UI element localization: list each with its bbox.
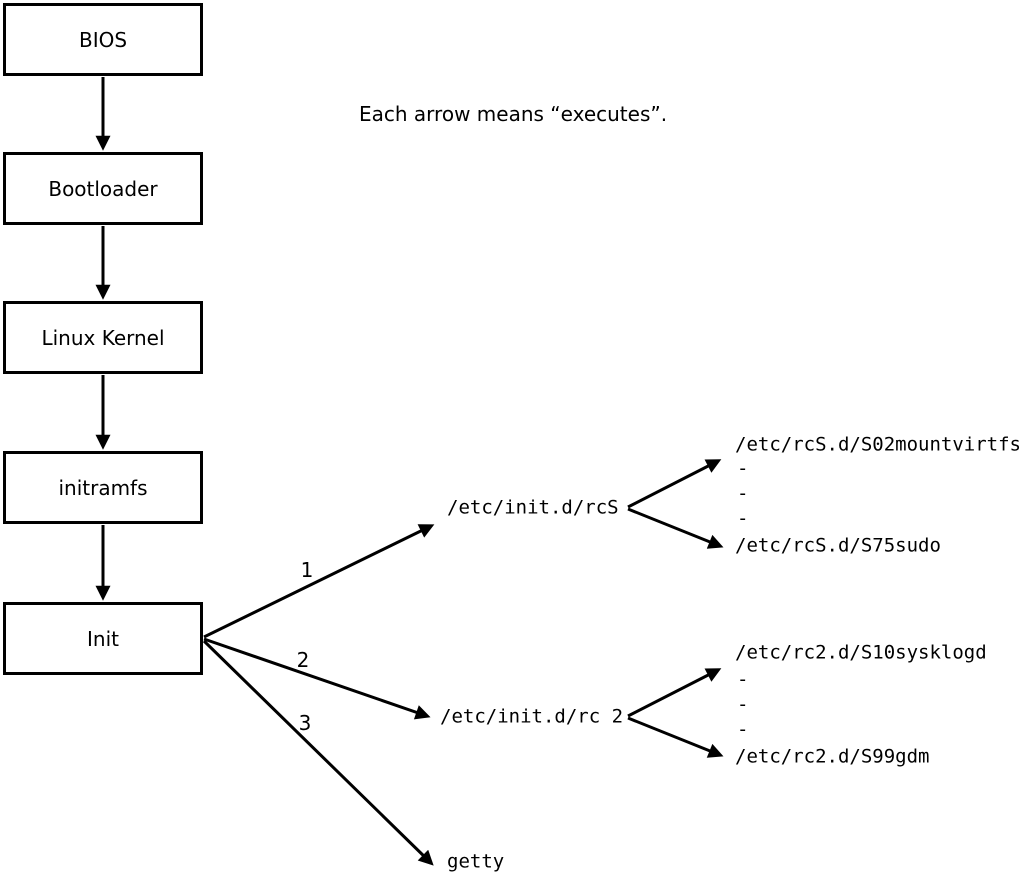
box-bootloader: Bootloader [3,152,203,225]
arrow-rc2-to-last [627,716,724,758]
box-init: Init [3,602,203,675]
box-initramfs: initramfs [3,451,203,524]
ellipsis-dash: - [737,457,749,480]
box-bootloader-label: Bootloader [48,176,158,201]
box-bios: BIOS [3,3,203,76]
diagram-caption: Each arrow means “executes”. [359,102,668,126]
arrow-rcS-to-last [627,507,724,549]
box-initramfs-label: initramfs [58,475,148,500]
box-linux-kernel: Linux Kernel [3,301,203,374]
label-etc-init-d-rc2: /etc/init.d/rc 2 [440,705,624,728]
ellipsis-dash: - [737,668,749,691]
arrow-init-to-rc2 [203,637,431,720]
box-init-label: Init [87,626,119,651]
edge-label-3: 3 [298,711,312,735]
label-etc-init-d-rcS: /etc/init.d/rcS [447,496,619,519]
arrow-init-to-rcS [203,524,435,639]
label-getty: getty [447,850,505,873]
ellipsis-dash: - [737,482,749,505]
box-bios-label: BIOS [78,27,128,52]
ellipsis-dash: - [737,693,749,716]
arrow-init-to-getty [202,639,434,866]
label-rcS-d-S02mountvirtfs: /etc/rcS.d/S02mountvirtfs [735,433,1021,456]
edge-label-1: 1 [300,558,314,582]
arrow-rc2-to-first [627,668,722,718]
arrow-rcS-to-first [627,459,722,509]
label-rc2-d-S99gdm: /etc/rc2.d/S99gdm [735,745,930,768]
edge-label-2: 2 [296,648,310,672]
label-rcS-d-S75sudo: /etc/rcS.d/S75sudo [735,534,941,557]
box-linux-kernel-label: Linux Kernel [41,325,165,350]
ellipsis-dash: - [737,718,749,741]
label-rc2-d-S10sysklogd: /etc/rc2.d/S10sysklogd [735,641,987,664]
ellipsis-dash: - [737,507,749,530]
